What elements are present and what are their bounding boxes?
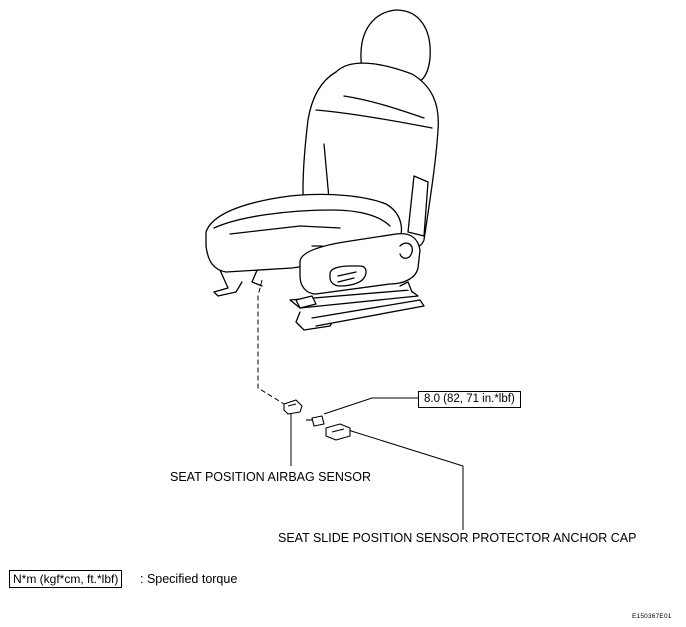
seat-position-airbag-sensor-part	[283, 399, 303, 415]
seat-adjust-switch	[329, 265, 367, 287]
seat-rails	[213, 267, 425, 331]
figure-id: E150367E01	[632, 613, 672, 620]
torque-leader	[323, 397, 418, 415]
anchor-cap-leader	[347, 429, 464, 530]
torque-value-box: 8.0 (82, 71 in.*lbf)	[418, 391, 521, 408]
protector-anchor-cap-label: SEAT SLIDE POSITION SENSOR PROTECTOR ANC…	[278, 531, 637, 545]
connector	[295, 295, 317, 309]
protector-anchor-cap-part	[325, 423, 351, 441]
seat-position-airbag-sensor-label: SEAT POSITION AIRBAG SENSOR	[170, 470, 371, 484]
dashed-leader	[257, 279, 285, 405]
legend-description: : Specified torque	[140, 572, 238, 586]
bolt-part	[311, 415, 325, 427]
torque-unit-legend-box: N*m (kgf*cm, ft.*lbf)	[9, 570, 123, 588]
